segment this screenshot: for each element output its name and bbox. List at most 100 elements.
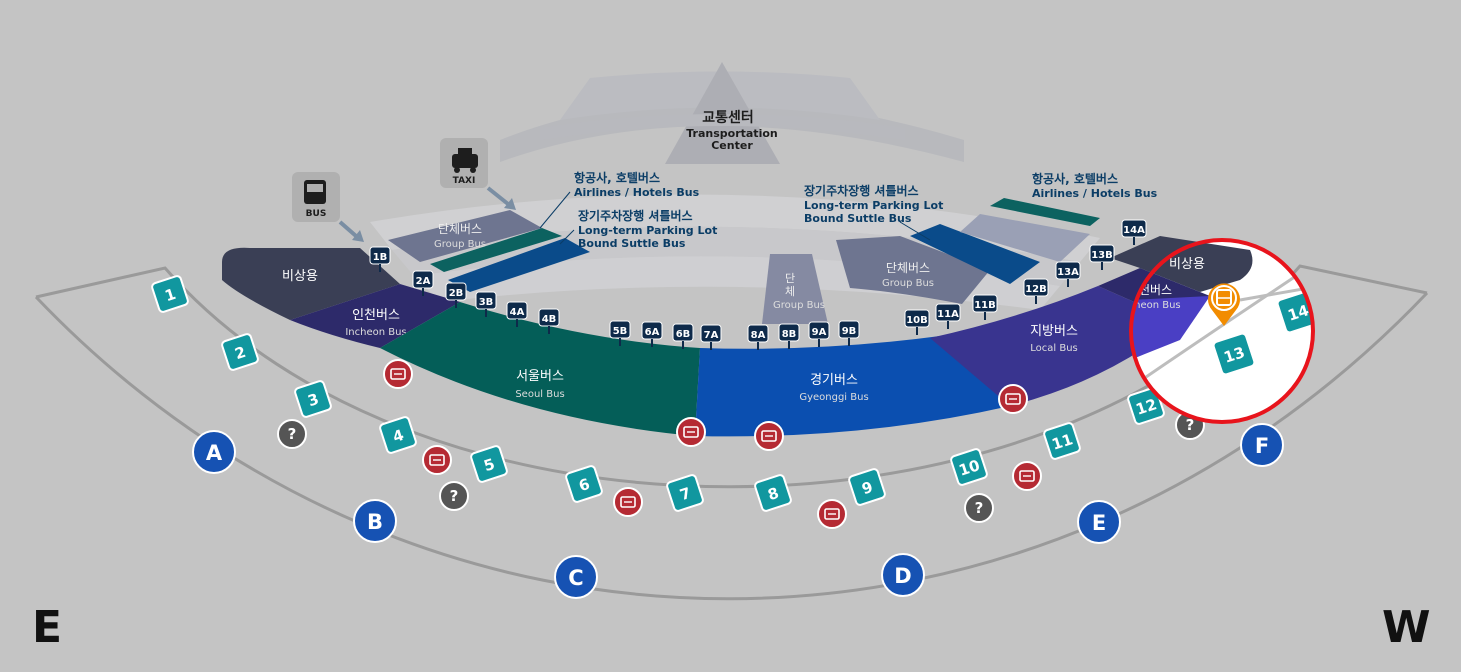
door-a[interactable]: A <box>192 430 236 474</box>
stop-tag-3b: 3B <box>475 291 497 317</box>
stop-tag-14a: 14A <box>1121 219 1147 245</box>
gate-4[interactable]: 4 <box>379 416 417 454</box>
stop-tag-2a: 2A <box>412 270 434 296</box>
gate-10[interactable]: 10 <box>950 448 988 486</box>
local-bus-ko: 지방버스 <box>1030 324 1078 339</box>
svg-text:F: F <box>1255 434 1269 458</box>
gate-7[interactable]: 7 <box>666 474 704 512</box>
group-bus-left-en: Group Bus <box>434 239 486 250</box>
svg-text:13: 13 <box>1222 343 1247 367</box>
gate-12[interactable]: 12 <box>1127 387 1165 425</box>
svg-text:A: A <box>206 441 223 465</box>
svg-text:6A: 6A <box>645 327 660 338</box>
transportation-center-building: 교통센터 Transportation Center <box>500 62 964 164</box>
info-question-icon[interactable]: ? <box>964 493 994 523</box>
stop-tag-4b: 4B <box>538 308 560 334</box>
gate-9[interactable]: 9 <box>848 468 886 506</box>
svg-text:4B: 4B <box>542 314 557 325</box>
door-b[interactable]: B <box>353 499 397 543</box>
parking-lane-left <box>448 238 590 292</box>
parking-right-en1: Long-term Parking Lot <box>804 199 943 212</box>
right-back-lanes <box>960 214 1090 262</box>
stop-tag-5b: 5B <box>609 320 631 346</box>
svg-text:7A: 7A <box>704 330 719 341</box>
gyeonggi-bus-zone <box>695 336 1010 437</box>
incheon-right-en: Incheon Bus <box>1119 300 1180 311</box>
parking-left-en1: Long-term Parking Lot <box>578 224 717 237</box>
svg-text:6B: 6B <box>676 329 691 340</box>
airlines-right-en: Airlines / Hotels Bus <box>1032 187 1158 200</box>
ticket-booth-icon[interactable] <box>613 487 643 517</box>
svg-text:B: B <box>367 510 383 534</box>
highlight-ring <box>1129 238 1315 424</box>
emergency-right-label: 비상용 <box>1169 257 1205 272</box>
gate-1[interactable]: 1 <box>151 275 189 313</box>
stop-tag-4a: 4A <box>506 301 528 327</box>
svg-text:14: 14 <box>1286 301 1311 325</box>
stop-tag-9b: 9B <box>838 320 860 346</box>
airlines-left-en: Airlines / Hotels Bus <box>574 186 700 199</box>
ticket-booth-icon[interactable] <box>422 445 452 475</box>
group-bus-right-zone <box>836 236 990 304</box>
gate-13[interactable]: 13 <box>1212 332 1256 376</box>
svg-text:8A: 8A <box>751 330 766 341</box>
svg-text:11B: 11B <box>974 300 996 311</box>
bus-icon[interactable]: BUS <box>292 172 340 222</box>
gate-3[interactable]: 3 <box>294 380 332 418</box>
svg-text:2A: 2A <box>416 276 431 287</box>
info-question-icon[interactable]: ? <box>439 481 469 511</box>
group-bus-right-ko: 단체버스 <box>886 261 930 275</box>
svg-text:12B: 12B <box>1025 284 1047 295</box>
seoul-bus-ko: 서울버스 <box>516 369 564 384</box>
parking-left-en2: Bound Suttle Bus <box>578 237 686 250</box>
bus-stop-pin-icon[interactable] <box>1207 283 1240 326</box>
svg-text:13A: 13A <box>1057 267 1079 278</box>
svg-text:10: 10 <box>957 456 982 480</box>
stop-tag-7a: 7A <box>700 324 722 350</box>
ticket-booth-icon[interactable] <box>998 384 1028 414</box>
door-d[interactable]: D <box>881 553 925 597</box>
parking-lane-right <box>910 224 1040 284</box>
gate-2[interactable]: 2 <box>221 333 259 371</box>
svg-text:E: E <box>1092 511 1106 535</box>
group-mid-ko1: 단 <box>785 272 795 285</box>
svg-text:?: ? <box>288 425 297 443</box>
info-question-icon[interactable]: ? <box>277 419 307 449</box>
stop-tag-2b: 2B <box>445 282 467 308</box>
gate-6[interactable]: 6 <box>565 465 603 503</box>
ticket-booth-icon[interactable] <box>754 421 784 451</box>
svg-text:D: D <box>894 564 911 588</box>
ticket-booth-icon[interactable] <box>383 359 413 389</box>
bus-label: BUS <box>306 209 327 219</box>
gate-5[interactable]: 5 <box>470 445 508 483</box>
local-bus-zone <box>930 286 1180 406</box>
seoul-bus-zone <box>380 302 700 436</box>
door-f[interactable]: F <box>1240 423 1284 467</box>
stop-tag-6b: 6B <box>672 323 694 349</box>
ticket-booth-icon[interactable] <box>1012 461 1042 491</box>
ticket-booth-icon[interactable] <box>676 417 706 447</box>
ticket-booth-icon[interactable] <box>817 499 847 529</box>
stop-tag-11a: 11A <box>935 303 961 329</box>
svg-text:3B: 3B <box>479 297 494 308</box>
group-mid-ko2: 체 <box>785 285 795 298</box>
svg-text:12: 12 <box>1134 395 1159 419</box>
group-bus-mid-zone <box>762 254 828 324</box>
stop-tag-8b: 8B <box>778 323 800 349</box>
incheon-left-ko: 인천버스 <box>352 308 400 323</box>
taxi-icon[interactable]: TAXI <box>440 138 488 188</box>
gate-8[interactable]: 8 <box>754 474 792 512</box>
svg-text:14A: 14A <box>1123 225 1145 236</box>
svg-text:11A: 11A <box>937 309 959 320</box>
emergency-left-label: 비상용 <box>282 269 318 284</box>
door-c[interactable]: C <box>554 555 598 599</box>
gate-11[interactable]: 11 <box>1043 422 1081 460</box>
stop-tag-8a: 8A <box>747 324 769 350</box>
parking-right-ko: 장기주차장행 셔틀버스 <box>804 183 919 198</box>
door-e[interactable]: E <box>1077 500 1121 544</box>
transport-center-en2: Center <box>711 139 753 152</box>
transport-center-en1: Transportation <box>686 127 777 140</box>
stop-tag-9a: 9A <box>808 321 830 347</box>
